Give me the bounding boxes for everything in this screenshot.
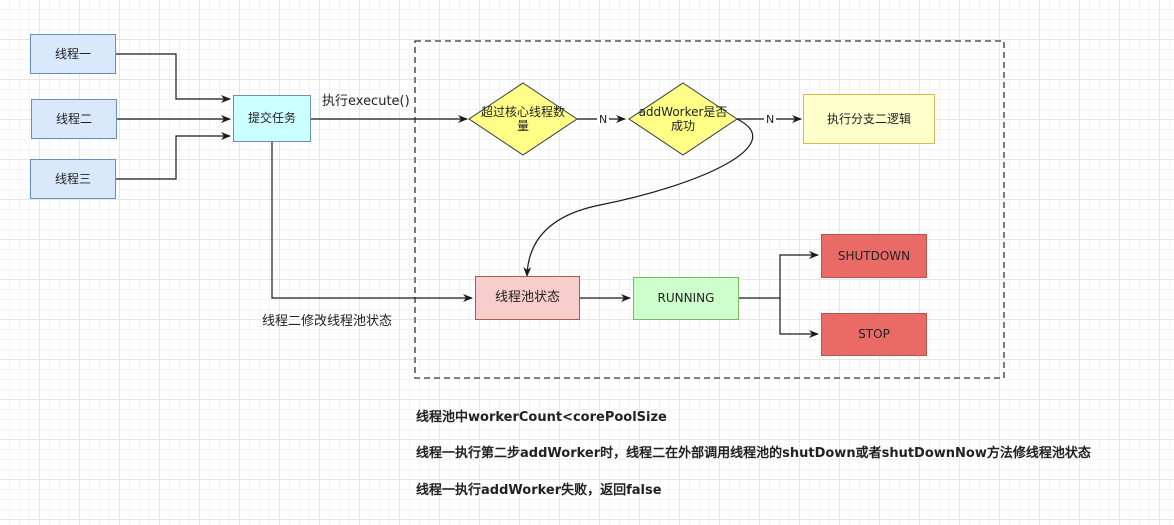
pool-state-label: 线程池状态 (494, 289, 560, 305)
stop-label: STOP (858, 327, 890, 341)
submit-task-label: 提交任务 (247, 111, 296, 125)
branch-two-label: 执行分支二逻辑 (826, 111, 911, 126)
running-label: RUNNING (657, 291, 715, 305)
dashed-container (414, 40, 1005, 379)
edge-addworker-to-pool-state (523, 118, 754, 277)
submit-task-node: 提交任务 (233, 95, 311, 142)
thread-three-label: 线程三 (54, 171, 91, 186)
note-addworker-failed: 线程一执行addWorker失败，返回false (416, 483, 662, 498)
edge-thread-one-to-submit (116, 53, 231, 103)
thread-one-label: 线程一 (54, 46, 91, 61)
execute-label: 执行execute() (322, 94, 410, 109)
edge-thread-three-to-submit (116, 132, 231, 180)
shutdown-label: SHUTDOWN (837, 248, 911, 263)
note-thread-two-shutdown: 线程一执行第二步addWorker时，线程二在外部调用线程池的shutDown或… (416, 446, 1091, 461)
thread-one-node: 线程一 (30, 34, 116, 74)
edge-running-to-stop (779, 298, 819, 338)
decision-core-threads (468, 82, 578, 156)
pool-state-node: 线程池状态 (475, 276, 580, 320)
thread-two-label: 线程二 (55, 111, 92, 126)
stop-node: STOP (821, 313, 927, 356)
branch-two-node: 执行分支二逻辑 (803, 94, 935, 144)
edge-running-to-shutdown (739, 251, 819, 299)
edge-label-no-1: N (597, 113, 610, 126)
edge-label-no-2: N (764, 113, 777, 126)
shutdown-node: SHUTDOWN (821, 234, 927, 278)
edge-submit-to-pool-state (271, 142, 473, 302)
thread-two-node: 线程二 (31, 99, 117, 139)
thread-three-node: 线程三 (30, 159, 116, 199)
running-node: RUNNING (633, 277, 739, 320)
decision-add-worker (628, 82, 738, 156)
thread-two-modify-label: 线程二修改线程池状态 (262, 314, 393, 329)
note-worker-count: 线程池中workerCount<corePoolSize (416, 410, 667, 425)
